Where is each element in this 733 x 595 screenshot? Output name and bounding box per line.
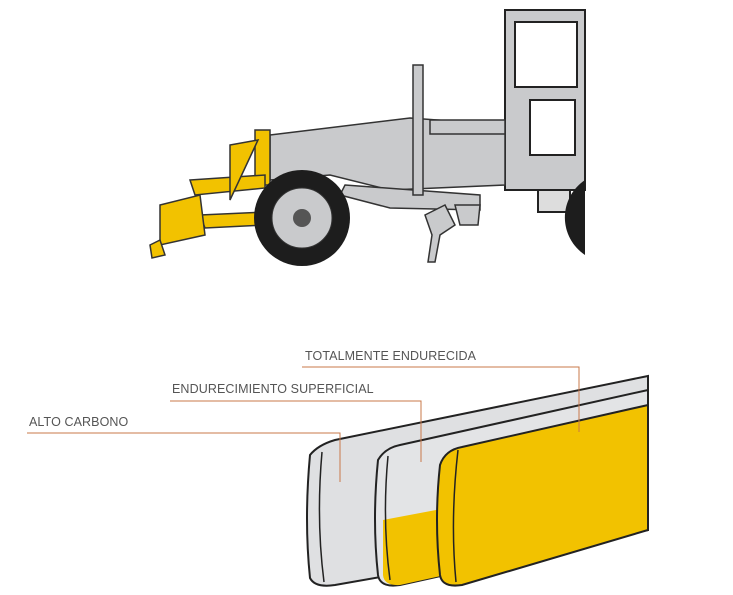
rear-ripper [149, 129, 271, 259]
label-surface-hardened: ENDURECIMIENTO SUPERFICIAL [172, 382, 374, 396]
fully-hardened-layer [436, 403, 649, 587]
leader-fully-hardened [302, 366, 580, 432]
leader-surface-hardened [170, 400, 422, 462]
blade-cross-section [306, 374, 649, 587]
label-high-carbon: ALTO CARBONO [29, 415, 129, 429]
grader-frame [269, 64, 506, 211]
leader-lines [27, 366, 580, 482]
front-wheel [254, 170, 350, 266]
cab [504, 9, 586, 213]
rear-wheel [564, 180, 585, 255]
moldboard-blade [424, 203, 481, 263]
label-fully-hardened: TOTALMENTE ENDURECIDA [305, 349, 477, 363]
leader-high-carbon [27, 432, 341, 482]
